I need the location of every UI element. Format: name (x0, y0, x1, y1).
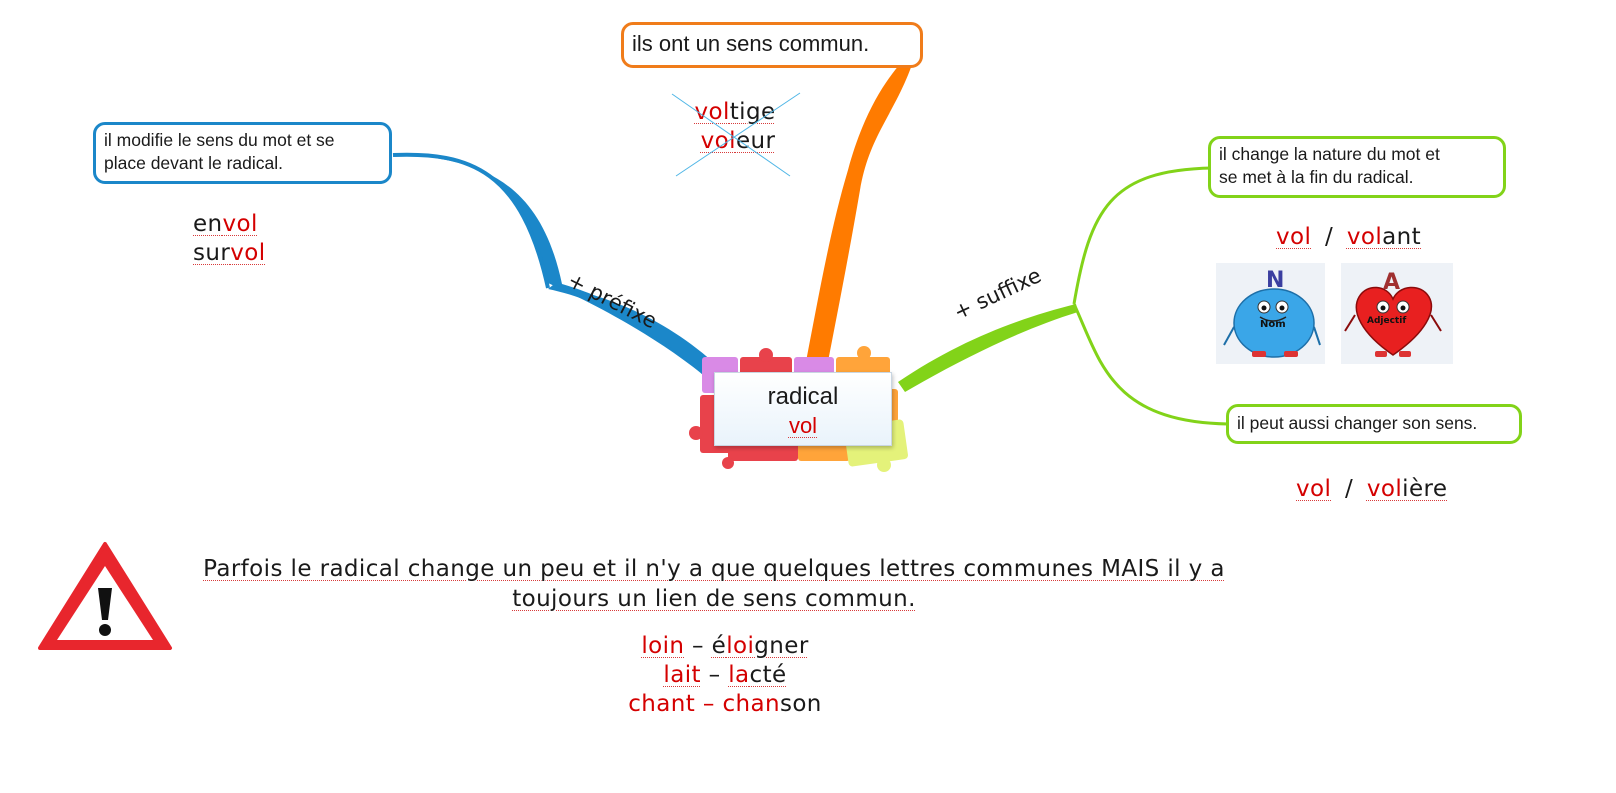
adjectif-letter: A (1383, 270, 1400, 295)
suffix-callout-line2: se met à la fin du radical. (1219, 167, 1414, 187)
crossed-examples: voltige voleur (680, 98, 790, 156)
top-branch (804, 46, 918, 372)
sense-callout[interactable]: il peut aussi changer son sens. (1226, 404, 1522, 444)
prefix-callout[interactable]: il modifie le sens du mot et se place de… (93, 122, 392, 184)
suffix-branch-label: + suffixe (950, 263, 1045, 324)
cross-out-icon (671, 92, 801, 177)
word-pair-3: chant – chanson (628, 691, 822, 717)
prefix-examples: envol survol (193, 210, 266, 268)
central-title: radical (767, 383, 839, 410)
suffix-callout[interactable]: il change la nature du mot et se met à l… (1208, 136, 1506, 198)
adjectif-label: Adjectif (1367, 316, 1406, 326)
warning-text-line1: Parfois le radical change un peu et il n… (203, 556, 1225, 582)
prefix-callout-line1: il modifie le sens du mot et se (104, 130, 335, 150)
warning-icon (38, 542, 172, 650)
word-pairs: loin – éloigner lait – lacté chant – cha… (560, 632, 890, 719)
crossed-word-2: voleur (700, 128, 776, 154)
prefix-callout-line2: place devant le radical. (104, 153, 283, 173)
suffix-example-1: vol / volant (1276, 224, 1422, 250)
warning-text-line2: toujours un lien de sens commun. (512, 586, 916, 612)
right-branch (898, 304, 1078, 392)
top-callout-text: ils ont un sens commun. (632, 31, 870, 56)
word-pair-2: lait – lacté (663, 662, 787, 688)
sense-callout-text: il peut aussi changer son sens. (1237, 413, 1478, 433)
suffix-callout-line1: il change la nature du mot et (1219, 144, 1440, 164)
prefix-example-1: envol (193, 211, 258, 237)
adjectif-image: A Adjectif (1341, 263, 1453, 364)
top-callout[interactable]: ils ont un sens commun. (621, 22, 923, 68)
nom-image: N Nom (1216, 263, 1325, 364)
central-root: vol (788, 413, 818, 438)
prefix-example-2: survol (193, 240, 266, 266)
left-branch (392, 153, 718, 382)
nom-letter: N (1266, 268, 1284, 293)
prefix-branch-label: + préfixe (564, 268, 661, 333)
suffix-example-2: vol / volière (1296, 476, 1448, 502)
word-pair-1: loin – éloigner (641, 633, 809, 659)
nom-label: Nom (1260, 319, 1286, 330)
crossed-word-1: voltige (694, 99, 776, 125)
warning-text: Parfois le radical change un peu et il n… (184, 554, 1244, 614)
central-topic[interactable]: radical vol (714, 372, 892, 446)
